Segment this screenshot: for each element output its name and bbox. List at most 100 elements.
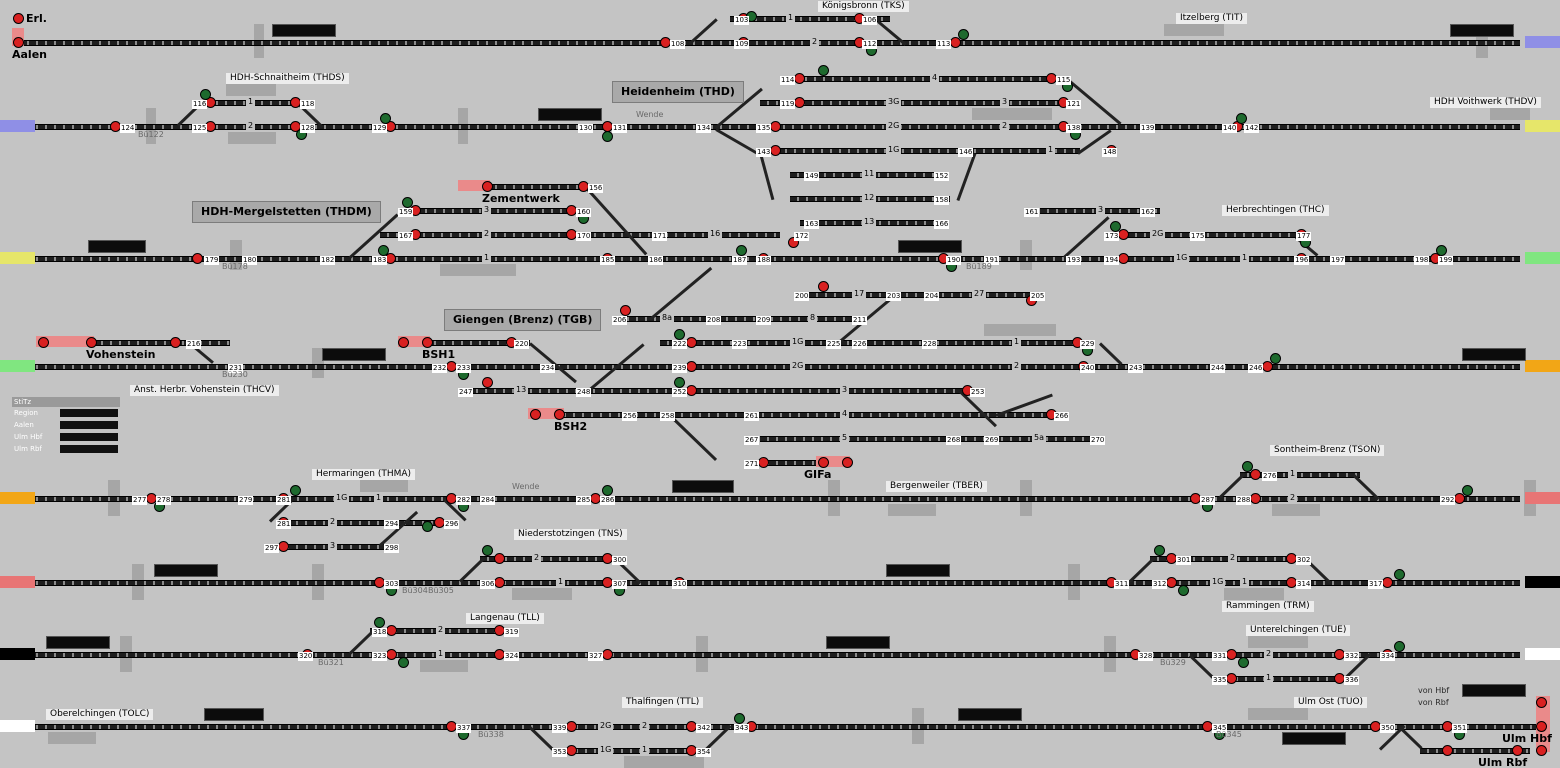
route-end-marker[interactable] bbox=[398, 336, 430, 347]
track-giengen-5[interactable] bbox=[760, 436, 1090, 442]
signal-green[interactable] bbox=[422, 521, 433, 532]
stitz-row-ulm-rbf[interactable]: Ulm Rbf bbox=[12, 443, 120, 455]
switch-connector[interactable] bbox=[1098, 342, 1123, 366]
stitz-row-aalen[interactable]: Aalen bbox=[12, 419, 120, 431]
stitz-row-ulm-hbf[interactable]: Ulm Hbf bbox=[12, 431, 120, 443]
signal-green[interactable] bbox=[1462, 485, 1473, 496]
signal-red[interactable] bbox=[554, 409, 565, 420]
signal-green[interactable] bbox=[1238, 657, 1249, 668]
signal-red[interactable] bbox=[842, 457, 853, 468]
switch-connector[interactable] bbox=[758, 151, 775, 201]
train-number-box[interactable] bbox=[46, 636, 110, 649]
signal-red[interactable] bbox=[494, 553, 505, 564]
switch-connector[interactable] bbox=[458, 556, 486, 583]
signal-red[interactable] bbox=[1166, 577, 1177, 588]
main-track-row5[interactable] bbox=[20, 496, 1520, 502]
signal-red[interactable] bbox=[1226, 673, 1237, 684]
train-number-box[interactable] bbox=[538, 108, 602, 121]
signal-red[interactable] bbox=[530, 409, 541, 420]
switch-connector[interactable] bbox=[1128, 556, 1156, 583]
signal-red[interactable] bbox=[1226, 649, 1237, 660]
switch-connector[interactable] bbox=[956, 152, 977, 201]
signal-red[interactable] bbox=[566, 721, 577, 732]
train-number-box[interactable] bbox=[886, 564, 950, 577]
track-giengen-4[interactable] bbox=[530, 412, 1060, 418]
switch-connector[interactable] bbox=[1062, 216, 1110, 259]
main-track-row4[interactable] bbox=[20, 364, 1520, 370]
track-hermaringen-2[interactable] bbox=[280, 520, 450, 526]
track-giengen-1g[interactable] bbox=[660, 340, 1080, 346]
signal-red[interactable] bbox=[422, 337, 433, 348]
signal-green[interactable] bbox=[674, 329, 685, 340]
signal-green[interactable] bbox=[378, 245, 389, 256]
signal-red[interactable] bbox=[620, 305, 631, 316]
track-vohenstein[interactable] bbox=[40, 340, 230, 346]
signal-red[interactable] bbox=[494, 577, 505, 588]
signal-red[interactable] bbox=[386, 649, 397, 660]
switch-connector[interactable] bbox=[1218, 472, 1246, 499]
main-track-row6[interactable] bbox=[20, 580, 1520, 586]
train-number-box[interactable] bbox=[958, 708, 1022, 721]
signal-red[interactable] bbox=[38, 337, 49, 348]
track-niederstotzingen-2[interactable] bbox=[480, 556, 620, 562]
switch-connector[interactable] bbox=[668, 414, 718, 462]
signal-green[interactable] bbox=[1178, 585, 1189, 596]
track-sontheim-1[interactable] bbox=[1240, 472, 1360, 478]
track-unterelchingen-1[interactable] bbox=[1220, 676, 1350, 682]
main-track-row8[interactable] bbox=[20, 724, 1540, 730]
signal-green[interactable] bbox=[1154, 545, 1165, 556]
signal-green[interactable] bbox=[1236, 113, 1247, 124]
signal-red[interactable] bbox=[13, 13, 24, 24]
train-number-box[interactable] bbox=[154, 564, 218, 577]
signal-red[interactable] bbox=[770, 121, 781, 132]
train-number-box[interactable] bbox=[1282, 732, 1346, 745]
train-number-box[interactable] bbox=[272, 24, 336, 37]
track-giengen-3[interactable] bbox=[460, 388, 970, 394]
signal-green[interactable] bbox=[402, 197, 413, 208]
signal-red[interactable] bbox=[686, 361, 697, 372]
signal-red[interactable] bbox=[482, 377, 493, 388]
signal-red[interactable] bbox=[770, 145, 781, 156]
route-end-marker[interactable] bbox=[816, 456, 850, 467]
signal-red[interactable] bbox=[192, 253, 203, 264]
signal-green[interactable] bbox=[398, 657, 409, 668]
route-end-marker[interactable] bbox=[458, 180, 490, 191]
signal-red[interactable] bbox=[1512, 745, 1523, 756]
route-end-marker[interactable] bbox=[528, 408, 564, 419]
signal-red[interactable] bbox=[818, 457, 829, 468]
track-heidenheim-4[interactable] bbox=[780, 76, 1060, 82]
signal-green[interactable] bbox=[1270, 353, 1281, 364]
track-giengen-8[interactable] bbox=[620, 316, 860, 322]
signal-red[interactable] bbox=[482, 181, 493, 192]
track-heidenheim-3[interactable] bbox=[760, 100, 1080, 106]
signal-green[interactable] bbox=[1394, 569, 1405, 580]
switch-connector[interactable] bbox=[715, 128, 761, 156]
track-zementwerk[interactable] bbox=[470, 184, 590, 190]
signal-green[interactable] bbox=[602, 131, 613, 142]
signal-green[interactable] bbox=[374, 617, 385, 628]
signal-red[interactable] bbox=[386, 625, 397, 636]
signal-green[interactable] bbox=[290, 485, 301, 496]
signal-red[interactable] bbox=[1536, 697, 1547, 708]
track-ulm-rbf[interactable] bbox=[1420, 748, 1530, 754]
signal-red[interactable] bbox=[788, 237, 799, 248]
main-track-row1[interactable] bbox=[20, 40, 1520, 46]
track-bsh1[interactable] bbox=[400, 340, 530, 346]
train-number-box[interactable] bbox=[672, 480, 734, 493]
signal-red[interactable] bbox=[1536, 721, 1547, 732]
track-koenigsbronn-1[interactable] bbox=[730, 16, 890, 22]
signal-red[interactable] bbox=[1382, 577, 1393, 588]
train-number-box[interactable] bbox=[826, 636, 890, 649]
track-thalfingen-1g[interactable] bbox=[560, 748, 710, 754]
main-track-row7[interactable] bbox=[20, 652, 1520, 658]
signal-green[interactable] bbox=[818, 65, 829, 76]
signal-red[interactable] bbox=[602, 649, 613, 660]
switch-connector[interactable] bbox=[584, 186, 648, 256]
signal-green[interactable] bbox=[958, 29, 969, 40]
signal-red[interactable] bbox=[1118, 229, 1129, 240]
train-number-box[interactable] bbox=[322, 348, 386, 361]
signal-green[interactable] bbox=[200, 89, 211, 100]
train-number-box[interactable] bbox=[88, 240, 146, 253]
train-number-box[interactable] bbox=[1462, 348, 1526, 361]
track-giengen-17[interactable] bbox=[800, 292, 1030, 298]
